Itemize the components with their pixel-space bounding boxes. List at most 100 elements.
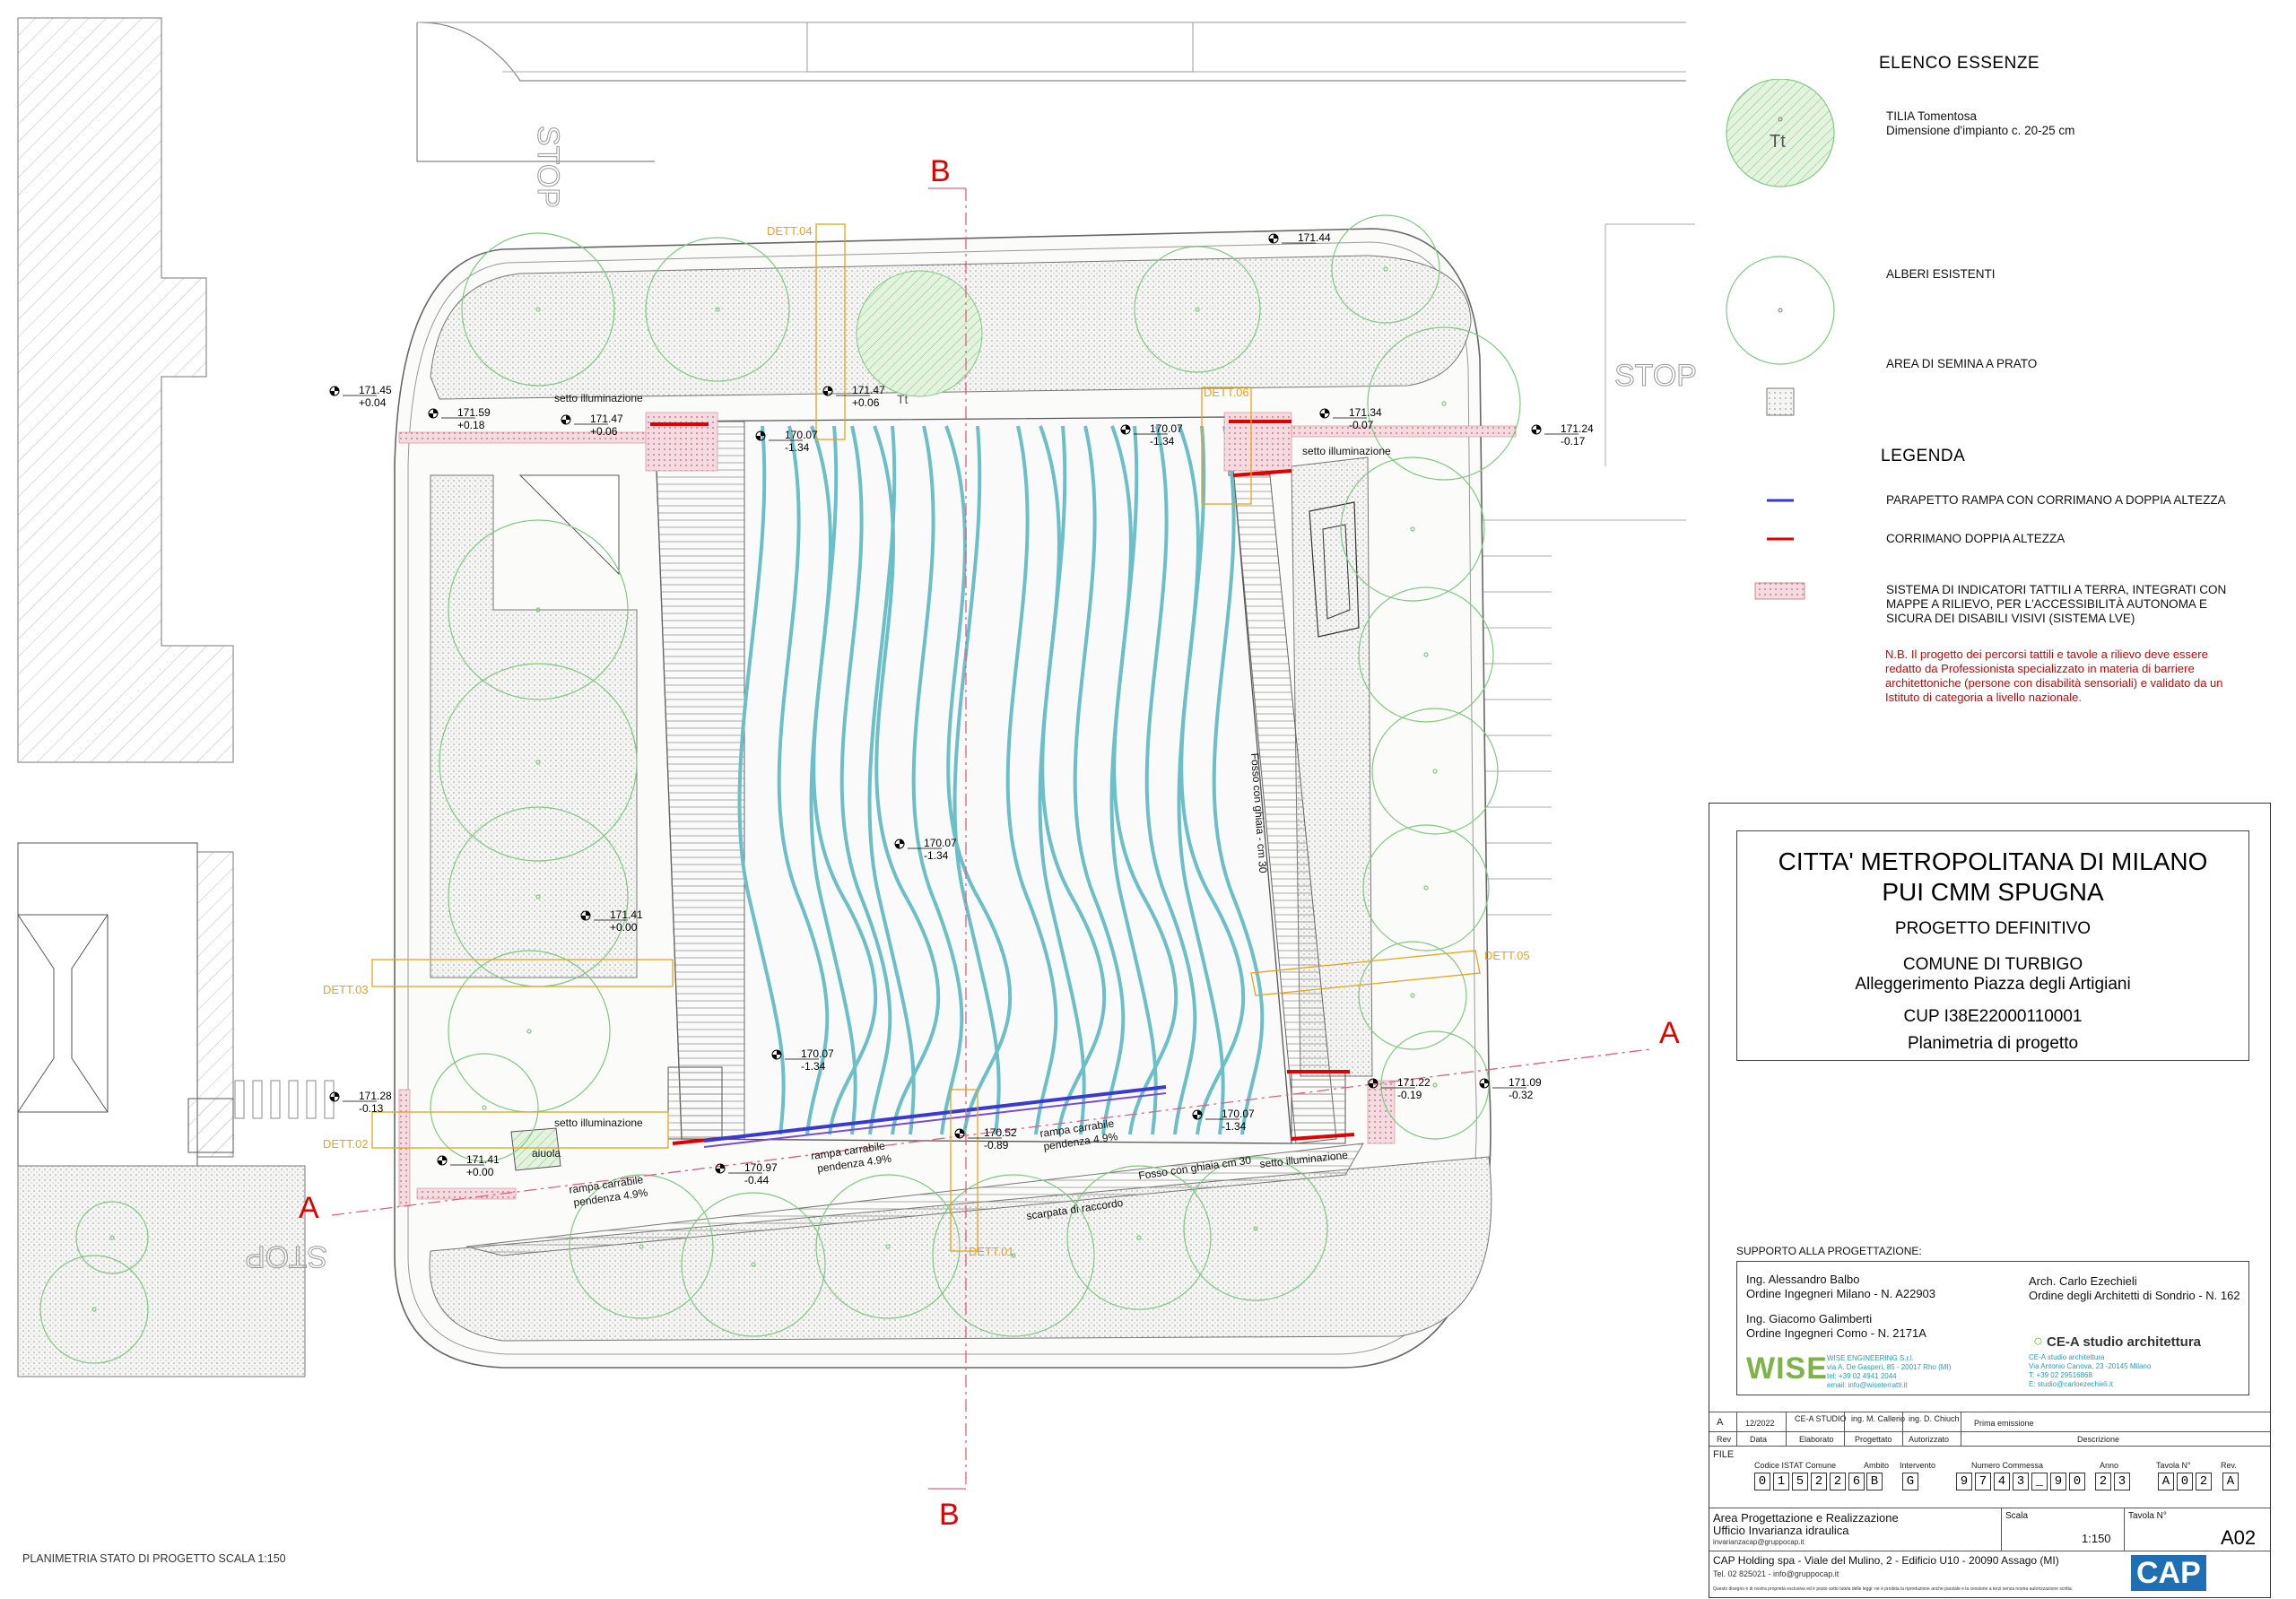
existing-tree-center	[526, 1029, 532, 1034]
existing-tree	[1134, 246, 1261, 373]
rev-value: A	[1717, 1417, 1724, 1428]
elevation-delta: -0.89	[984, 1139, 1009, 1151]
existing-tree	[1183, 1156, 1328, 1301]
scale-value: 1:150	[2082, 1532, 2111, 1545]
wise-info: WISE ENGINEERING S.r.l. via A. De Gasper…	[1827, 1354, 1951, 1390]
rev-desc: Prima emissione	[1974, 1419, 2034, 1428]
building-roof	[17, 842, 234, 1185]
existing-tree-center	[1136, 1235, 1142, 1240]
rev-proj: ing. M. Callerio	[1851, 1414, 1906, 1423]
elevation-marker: 171.59+0.18	[428, 406, 491, 431]
existing-tree-center	[1410, 993, 1415, 998]
existing-tree-center	[535, 894, 541, 899]
code-anno-digit: 3	[2114, 1473, 2130, 1490]
code-istat-digit: 1	[1773, 1473, 1789, 1490]
cea-info: CE-A studio architettura Via Antonio Can…	[2029, 1353, 2151, 1389]
existing-tree	[1066, 1165, 1212, 1310]
wise-logo: WISE	[1746, 1351, 1828, 1386]
legend-note-4: Istituto di categoria a livello nazional…	[1885, 691, 2082, 704]
elevation-marker: 171.45+0.04	[329, 384, 392, 409]
plaza-outline-inner	[407, 241, 1477, 1355]
detail-label-01: DETT.01	[969, 1245, 1014, 1258]
existing-tree	[1358, 587, 1494, 723]
code-commessa-digit: 9	[2050, 1473, 2066, 1490]
water-channel	[944, 425, 1013, 1135]
existing-tree-center	[1423, 885, 1429, 891]
existing-tree	[75, 1201, 149, 1274]
code-tavola-digit: A	[2158, 1473, 2174, 1490]
tree-tilia-new	[856, 270, 983, 397]
water-channel	[810, 425, 878, 1135]
elevation-marker: 171.22-0.19	[1368, 1076, 1431, 1101]
code-istat-digit: 2	[1811, 1473, 1827, 1490]
elevation-marker: 170.07-1.34	[1120, 422, 1183, 448]
detail-label-03: DETT.03	[323, 983, 369, 996]
existing-tree	[681, 1192, 826, 1337]
elevation-value: 170.52	[984, 1126, 1017, 1139]
elevation-marker: 171.34-0.07	[1319, 406, 1382, 431]
title-line-4: COMUNE DI TURBIGO	[1902, 955, 2083, 974]
elevation-delta: -0.17	[1561, 435, 1586, 448]
legend-tactile-1: SISTEMA DI INDICATORI TATTILI A TERRA, I…	[1886, 583, 2227, 596]
code-intervento-digit: G	[1902, 1473, 1918, 1490]
parapet-ramp-2	[703, 1092, 1167, 1148]
water-channel	[1005, 425, 1058, 1135]
existing-tree-center	[535, 607, 541, 613]
existing-tree	[439, 663, 638, 862]
title-line-2: PUI CMM SPUGNA	[1882, 878, 2104, 906]
existing-tree-center	[1423, 652, 1429, 657]
rev-h-proj: Progettato	[1855, 1435, 1892, 1444]
existing-tree	[1340, 456, 1485, 602]
legend-tree-symbol-text: Tt	[1770, 132, 1786, 152]
water-channel	[1109, 425, 1158, 1135]
existing-tree-center	[1410, 526, 1415, 532]
code-ambito-digit: B	[1866, 1473, 1883, 1490]
legend-note-1: N.B. Il progetto dei percorsi tattili e …	[1885, 647, 2208, 661]
elevation-marker: 171.24-0.17	[1531, 422, 1594, 448]
elevation-delta: -1.34	[1222, 1120, 1247, 1133]
existing-tree-center	[535, 760, 541, 765]
legend-title: LEGENDA	[1881, 447, 1966, 465]
rev-table-bottom	[1709, 1446, 2270, 1447]
rev-h-rev: Rev	[1717, 1435, 1732, 1444]
existing-tree-center	[91, 1307, 97, 1312]
arch-reg: Ordine degli Architetti di Sondrio - N. …	[2029, 1289, 2240, 1302]
legend-tactile-symbol	[1754, 582, 1805, 600]
area-line-3: invarianzacap@gruppocap.it	[1713, 1538, 1805, 1546]
elevation-delta: -1.34	[924, 849, 949, 862]
road-top	[416, 22, 1686, 162]
existing-tree	[1362, 824, 1490, 952]
lawn-left	[430, 474, 638, 978]
code-tavola-digit: 2	[2196, 1473, 2212, 1490]
existing-tree-center	[482, 1105, 487, 1110]
elevation-value: 170.07	[785, 429, 818, 441]
code-h-intervento: Intervento	[1900, 1461, 1936, 1470]
existing-tree-center	[1253, 1226, 1258, 1231]
water-channel	[1038, 425, 1086, 1135]
code-h-anno: Anno	[2100, 1461, 2119, 1470]
parapet-ramp	[703, 1085, 1167, 1143]
site-plan: STOP STOP STOP	[17, 17, 1697, 1565]
code-h-ambito: Ambito	[1864, 1461, 1890, 1470]
code-anno-digit: 2	[2095, 1473, 2111, 1490]
existing-tree	[461, 232, 615, 387]
water-channel	[809, 425, 857, 1135]
elevation-marker: 170.52-0.89	[954, 1126, 1017, 1151]
elevation-value: 171.44	[1298, 231, 1331, 244]
elevation-delta: -1.34	[801, 1060, 826, 1073]
building-hatched-1	[17, 17, 234, 763]
code-commessa-digit: _	[2031, 1473, 2048, 1490]
code-h-commessa: Numero Commessa	[1971, 1461, 2044, 1470]
legend-tree-dim: Dimensione d'impianto c. 20-25 cm	[1886, 124, 2075, 137]
legend-tactile-3: SICURA DEI DISABILI VISIVI (SISTEMA LVE)	[1886, 612, 2135, 625]
code-commessa-digit: 3	[2013, 1473, 2029, 1490]
rev-auth: ing. D. Chiuch	[1909, 1414, 1960, 1423]
water-channel	[1144, 425, 1197, 1135]
scarpata-slope	[465, 1143, 1364, 1256]
cea-info-3: T: +39 02 29516868	[2029, 1371, 2092, 1379]
wise-info-3: tel: +39 02 4941 2044	[1827, 1372, 1897, 1380]
existing-tree	[815, 1174, 961, 1319]
water-channel	[1039, 425, 1107, 1135]
